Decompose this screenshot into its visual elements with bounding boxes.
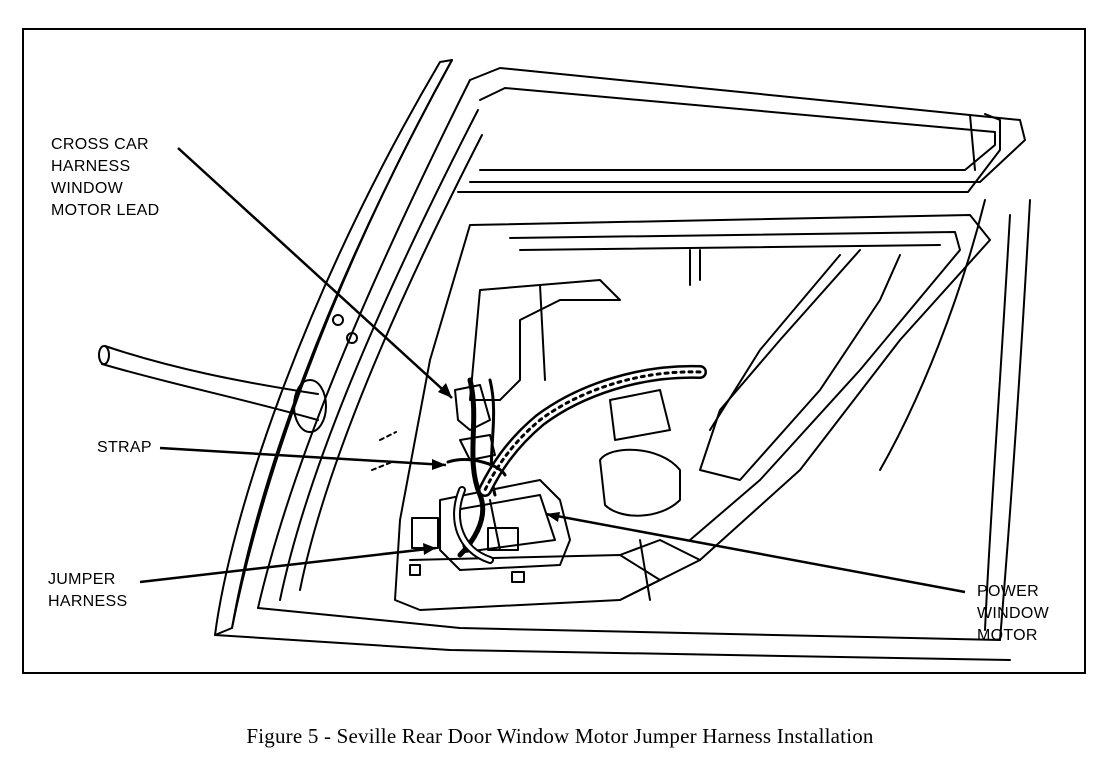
power-window-motor: [439, 479, 571, 571]
mounting-hole-2: [346, 332, 358, 344]
callout-strap: STRAP: [97, 439, 152, 456]
panel-cutout-upper: [609, 389, 671, 441]
door-frame-edge: [231, 59, 453, 629]
leader-strap: [159, 446, 447, 467]
leader-cross-car-harness: [177, 147, 453, 399]
arrowhead-jumper: [423, 543, 436, 555]
callout-cross-car-harness: CROSS CAR HARNESS WINDOW MOTOR LEAD: [51, 136, 160, 219]
leader-power-window-motor: [545, 512, 966, 594]
figure-frame: [22, 28, 1086, 674]
panel-cutout-lower: [599, 448, 681, 517]
arrowhead-strap: [432, 459, 446, 470]
harness-conduit: [104, 345, 319, 395]
harness-grommet: [293, 379, 327, 433]
callout-jumper-harness: JUMPER HARNESS: [48, 571, 128, 610]
arrowhead-cross-car: [438, 383, 452, 398]
inner-panel-opening: [394, 214, 991, 611]
window-regulator-track: [699, 249, 901, 481]
strap: [446, 458, 507, 477]
arrowhead-motor: [546, 512, 560, 522]
mounting-hole-1: [332, 314, 344, 326]
callout-power-window-motor: POWER WINDOW MOTOR: [977, 583, 1050, 644]
figure-caption: Figure 5 - Seville Rear Door Window Moto…: [246, 724, 874, 748]
harness-connector: [454, 384, 491, 431]
door-sill: [214, 634, 1011, 661]
window-frame-top: [469, 67, 1026, 183]
cross-car-harness-lead: [457, 377, 486, 558]
leader-jumper-harness: [139, 546, 437, 584]
door-inner-edge: [257, 79, 471, 609]
motor-mount-plate: [469, 279, 621, 401]
door-rear-edge: [999, 199, 1031, 641]
